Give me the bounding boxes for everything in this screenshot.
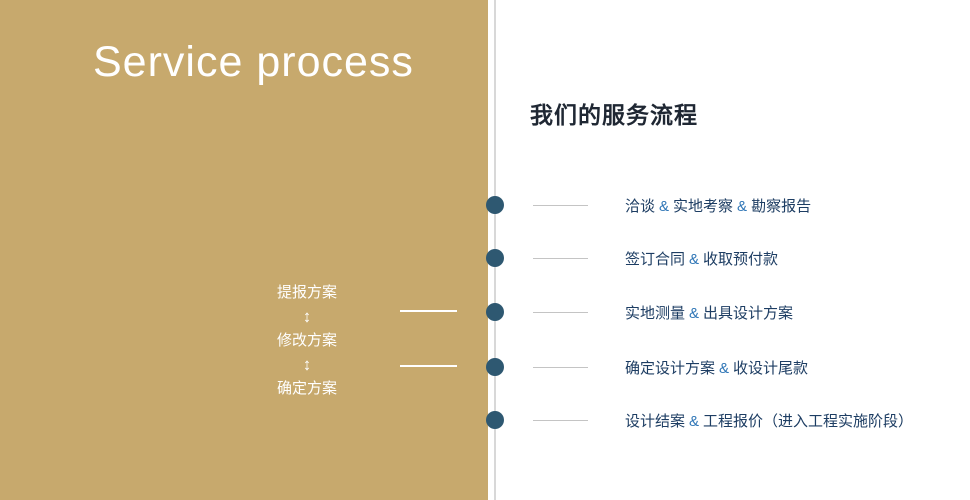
- timeline-dot: [486, 196, 504, 214]
- flow-step-revise: 修改方案: [276, 332, 337, 349]
- step-tick-line: [533, 311, 588, 313]
- step-label: 设计结案&工程报价（进入工程实施阶段）: [625, 410, 913, 431]
- flow-step-propose: 提报方案: [276, 284, 337, 301]
- timeline-dot: [486, 411, 504, 429]
- step-part: 出具设计方案: [703, 304, 794, 322]
- timeline-step-row: 洽谈&实地考察&勘察报告: [486, 195, 811, 216]
- timeline-step-row: 签订合同&收取预付款: [486, 248, 778, 269]
- up-down-arrow-icon: ↕: [302, 355, 312, 374]
- step-label: 签订合同&收取预付款: [625, 248, 778, 269]
- amp-separator: &: [737, 197, 748, 215]
- timeline-step-row: 确定设计方案&收设计尾款: [486, 357, 808, 378]
- timeline-dot: [486, 358, 504, 376]
- step-tick-line: [533, 419, 588, 421]
- step-tick-line: [533, 257, 588, 259]
- step-part: 收设计尾款: [733, 359, 809, 377]
- step-part: 确定设计方案: [625, 359, 716, 377]
- step-part: 工程报价（进入工程实施阶段）: [703, 412, 914, 430]
- amp-separator: &: [719, 359, 730, 377]
- amp-separator: &: [689, 412, 700, 430]
- step-tick-line: [533, 204, 588, 206]
- timeline-dot: [486, 303, 504, 321]
- step-part: 实地考察: [673, 197, 734, 215]
- flow-step-confirm: 确定方案: [276, 380, 337, 397]
- step-part: 设计结案: [625, 412, 686, 430]
- amp-separator: &: [659, 197, 670, 215]
- left-panel: Service process 提报方案 ↕ 修改方案 ↕ 确定方案: [0, 0, 488, 500]
- step-tick-line: [533, 366, 588, 368]
- page-title: Service process: [93, 38, 414, 86]
- up-down-arrow-icon: ↕: [302, 307, 312, 326]
- revision-flow: 提报方案 ↕ 修改方案 ↕ 确定方案: [262, 283, 352, 398]
- step-label: 洽谈&实地考察&勘察报告: [625, 195, 811, 216]
- section-heading: 我们的服务流程: [530, 102, 698, 128]
- amp-separator: &: [689, 250, 700, 268]
- timeline-step-row: 设计结案&工程报价（进入工程实施阶段）: [486, 410, 913, 431]
- step-part: 实地测量: [625, 304, 686, 322]
- timeline-step-row: 实地测量&出具设计方案: [486, 302, 793, 323]
- step-part: 勘察报告: [751, 197, 812, 215]
- step-label: 实地测量&出具设计方案: [625, 302, 793, 323]
- step-part: 收取预付款: [703, 250, 779, 268]
- step-part: 签订合同: [625, 250, 686, 268]
- amp-separator: &: [689, 304, 700, 322]
- timeline-dot: [486, 249, 504, 267]
- connector-line: [400, 365, 457, 367]
- step-label: 确定设计方案&收设计尾款: [625, 357, 808, 378]
- step-part: 洽谈: [625, 197, 656, 215]
- connector-line: [400, 310, 457, 312]
